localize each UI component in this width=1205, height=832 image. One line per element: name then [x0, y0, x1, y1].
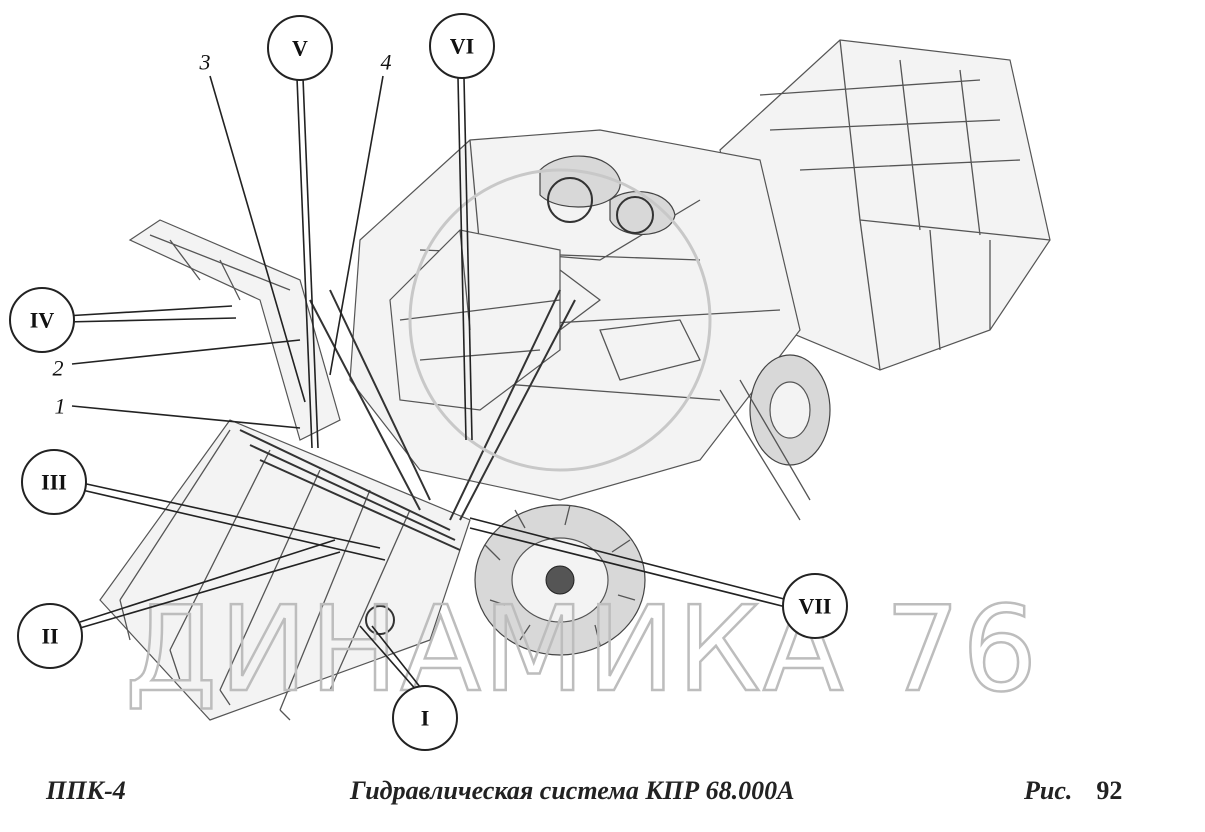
leader-lines: [64, 75, 791, 693]
callout-IV: IV: [9, 287, 75, 353]
figure-label: Рис.: [1024, 776, 1073, 805]
svg-text:VII: VII: [798, 594, 831, 619]
label-1: 1: [55, 394, 66, 419]
label-3: 3: [199, 50, 211, 75]
svg-text:IV: IV: [30, 308, 55, 333]
watermark: ДИНАМИКА 76: [124, 168, 1039, 719]
svg-text:V: V: [292, 36, 308, 61]
figure-number: 92: [1096, 776, 1123, 805]
svg-text:ДИНАМИКА 76: ДИНАМИКА 76: [125, 580, 1039, 718]
callout-II: II: [17, 603, 83, 669]
svg-text:VI: VI: [450, 34, 474, 59]
footer-figure: Рис. 92: [1024, 776, 1122, 806]
svg-text:I: I: [421, 706, 430, 731]
label-2: 2: [53, 356, 64, 381]
label-4: 4: [381, 50, 392, 75]
footer-model: ППК-4: [46, 776, 126, 805]
svg-text:II: II: [41, 624, 58, 649]
callout-III: III: [21, 449, 87, 515]
callout-V: V: [267, 15, 333, 81]
callout-VI: VI: [429, 13, 495, 79]
footer-title: Гидравлическая система КПР 68.000А: [350, 776, 795, 805]
callout-VII: VII: [782, 573, 848, 639]
svg-text:III: III: [41, 470, 67, 495]
callout-I: I: [392, 685, 458, 751]
